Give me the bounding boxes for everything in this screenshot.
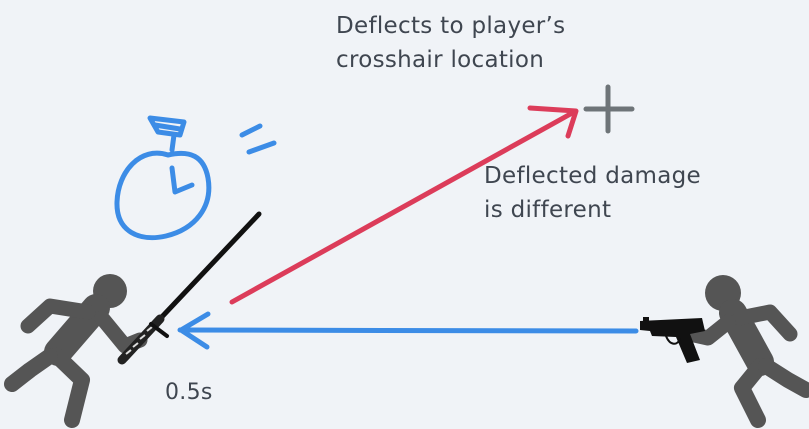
pistol-icon xyxy=(640,317,705,363)
katana-icon xyxy=(117,211,262,365)
deflected-damage-label: Deflected damage is different xyxy=(484,159,701,227)
deflect-arrow xyxy=(229,105,579,305)
stopwatch-icon xyxy=(114,115,277,241)
deflect-target-line-1: Deflects to player’s xyxy=(336,13,566,39)
deflected-damage-line-2: is different xyxy=(484,197,612,223)
deflect-target-line-2: crosshair location xyxy=(336,47,545,73)
deflect-target-label: Deflects to player’s crosshair location xyxy=(336,9,565,77)
incoming-bullet-arrow xyxy=(177,311,639,350)
crosshair-icon xyxy=(583,84,635,134)
right-running-person-icon xyxy=(682,275,809,428)
deflected-damage-line-1: Deflected damage xyxy=(484,163,701,189)
left-running-person-icon xyxy=(4,274,148,428)
timing-label: 0.5s xyxy=(165,380,213,405)
